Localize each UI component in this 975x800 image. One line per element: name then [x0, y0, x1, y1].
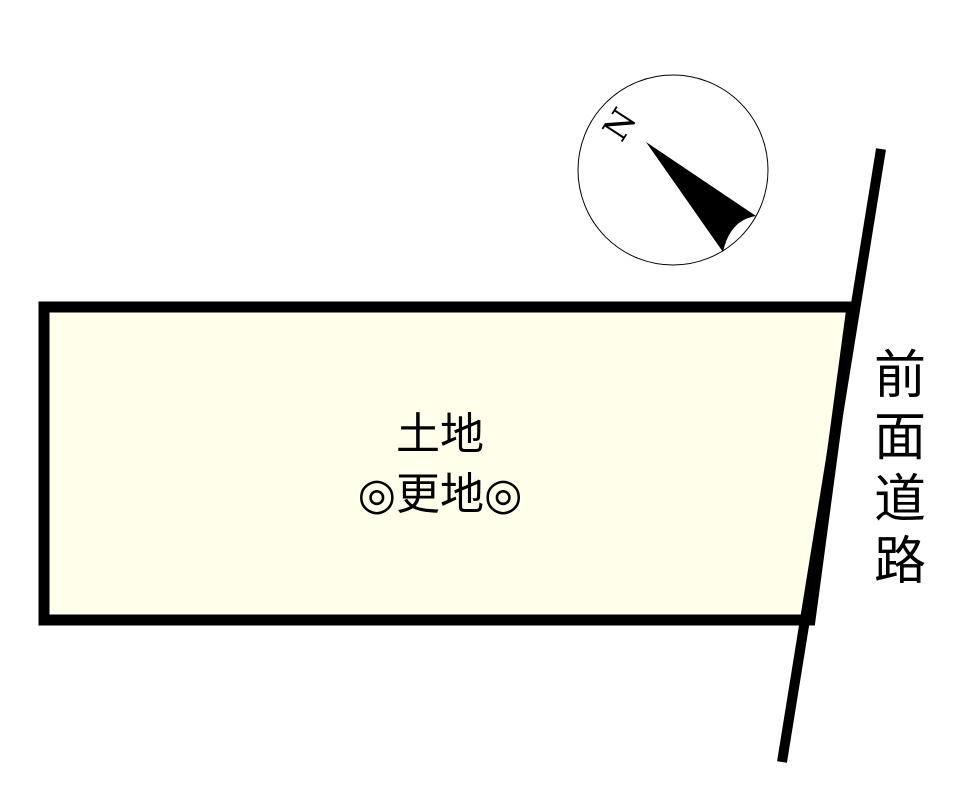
lot-title: 土地: [396, 409, 484, 460]
road-label-char: 面: [873, 408, 926, 468]
lot-shape: [38, 301, 859, 626]
road-label-char: 道: [873, 470, 926, 530]
road-label-char: 路: [873, 532, 926, 592]
road-edge-line: [777, 148, 886, 763]
road-label: 前 面 道 路: [868, 345, 932, 593]
lot-status: ◎更地◎: [357, 469, 523, 520]
road-label-char: 前: [873, 346, 926, 406]
north-arrow-icon: [577, 74, 769, 266]
